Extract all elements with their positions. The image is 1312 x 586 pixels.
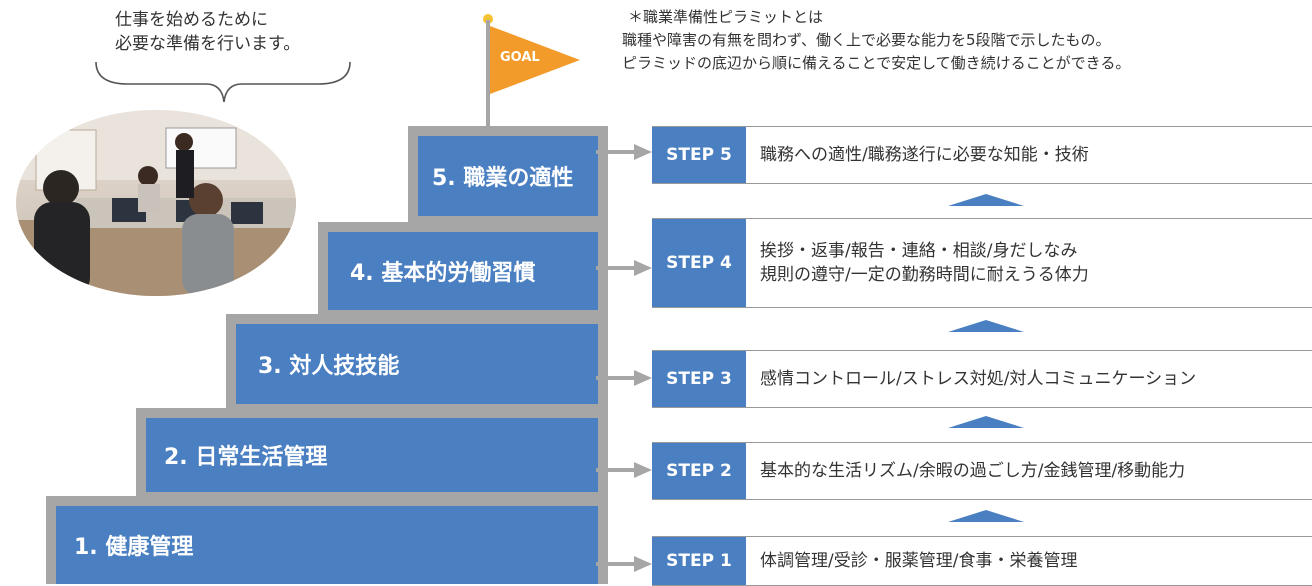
step-2-desc: 基本的な生活リズム/余暇の過ごし方/金銭管理/移動能力 [760,461,1186,481]
pyramid-step-1: 1. 健康管理 [46,496,608,584]
flag-knob [483,14,493,24]
step-2-label: 2. 日常生活管理 [146,418,598,492]
step-2-badge: STEP 2 [652,443,746,499]
speech-bubble: 仕事を始めるために 必要な準備を行います。 [95,8,355,56]
step-3-label: 3. 対人技技能 [236,324,598,404]
pyramid-step-2: 2. 日常生活管理 [136,408,608,496]
note-title: ＊職業準備性ピラミットとは [628,8,824,26]
arrow-3 [596,370,652,386]
step-4-desc-1: 挨拶・返事/報告・連絡・相談/身だしなみ [760,241,1078,261]
pyramid-step-3: 3. 対人技技能 [226,314,608,408]
pyramid-step-4: 4. 基本的労働習慣 [318,222,608,314]
step-row-2: STEP 2 基本的な生活リズム/余暇の過ごし方/金銭管理/移動能力 [652,442,1312,500]
step-4-desc-2: 規則の遵守/一定の勤務時間に耐えうる体力 [760,265,1089,285]
up-arrow-4-5 [948,194,1024,206]
step-row-3: STEP 3 感情コントロール/ストレス対処/対人コミュニケーション [652,350,1312,408]
goal-label: GOAL [500,50,540,65]
step-5-label: 5. 職業の適性 [418,136,598,216]
step-1-label: 1. 健康管理 [56,506,598,584]
note-line-1: 職種や障害の有無を問わず、働く上で必要な能力を5段階で示したもの。 [622,31,1111,49]
goal-flag [490,26,580,94]
flag-pole [486,20,490,126]
step-5-badge: STEP 5 [652,127,746,183]
step-row-5: STEP 5 職務への適性/職務遂行に必要な知能・技術 [652,126,1312,184]
step-5-desc: 職務への適性/職務遂行に必要な知能・技術 [760,145,1089,165]
step-3-desc: 感情コントロール/ストレス対処/対人コミュニケーション [760,369,1197,389]
office-photo [16,110,296,296]
pyramid-step-5: 5. 職業の適性 [408,126,608,222]
pyramid-note: ＊職業準備性ピラミットとは 職種や障害の有無を問わず、働く上で必要な能力を5段階… [622,6,1130,75]
step-4-badge: STEP 4 [652,219,746,307]
step-1-desc: 体調管理/受診・服薬管理/食事・栄養管理 [760,551,1078,571]
bubble-line-1: 仕事を始めるために [115,10,268,30]
bubble-brace [95,61,351,103]
step-row-4: STEP 4 挨拶・返事/報告・連絡・相談/身だしなみ 規則の遵守/一定の勤務時… [652,218,1312,308]
step-4-label: 4. 基本的労働習慣 [328,232,598,310]
note-line-2: ピラミッドの底辺から順に備えることで安定して働き続けることができる。 [622,54,1131,72]
arrow-2 [596,462,652,478]
arrow-5 [596,144,652,160]
step-3-badge: STEP 3 [652,351,746,407]
arrow-4 [596,260,652,276]
up-arrow-1-2 [948,510,1024,522]
bubble-line-2: 必要な準備を行います。 [115,34,301,54]
arrow-1 [596,556,652,572]
up-arrow-2-3 [948,416,1024,428]
step-1-badge: STEP 1 [652,537,746,585]
step-row-1: STEP 1 体調管理/受診・服薬管理/食事・栄養管理 [652,536,1312,586]
up-arrow-3-4 [948,320,1024,332]
